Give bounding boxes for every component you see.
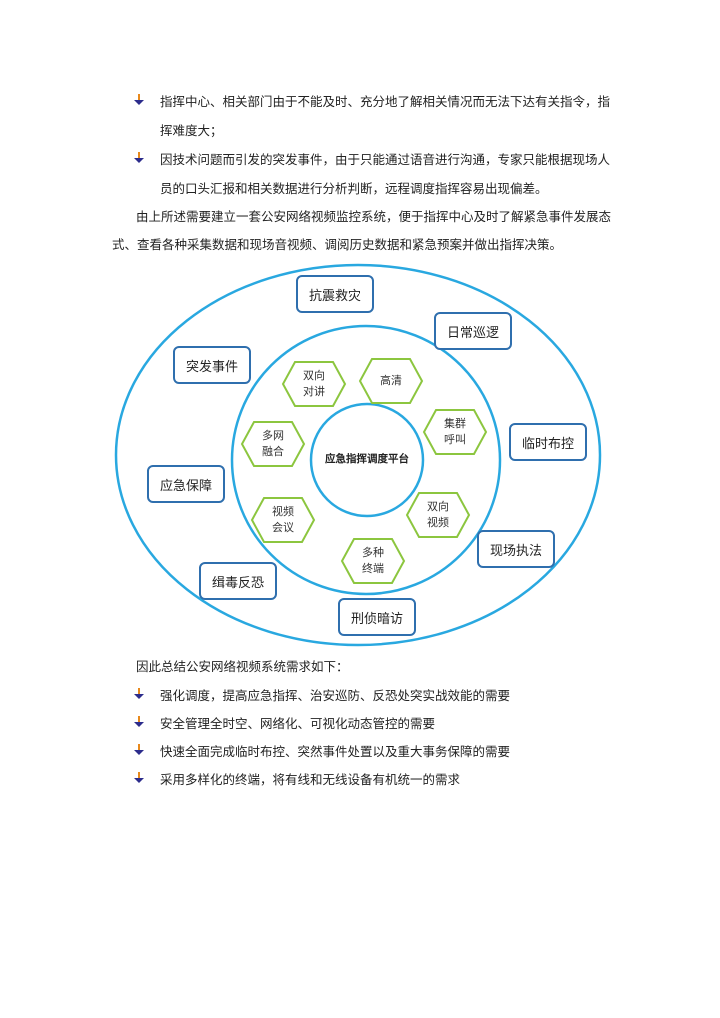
feature-label: 多网 bbox=[262, 429, 284, 442]
summary-item: 快速全面完成临时布控、突然事件处置以及重大事务保障的需要 bbox=[160, 744, 511, 759]
feature-label: 双向 bbox=[427, 500, 449, 513]
scenario-box: 刑侦暗访 bbox=[338, 598, 416, 636]
intro-bullet-1-line2: 挥难度大； bbox=[160, 123, 223, 138]
feature-hex: 视频会议 bbox=[250, 496, 316, 544]
scenario-box: 突发事件 bbox=[173, 346, 251, 384]
feature-hex: 集群呼叫 bbox=[422, 408, 488, 456]
feature-label: 会议 bbox=[272, 521, 294, 534]
feature-label: 视频 bbox=[427, 516, 449, 529]
feature-label: 对讲 bbox=[303, 385, 325, 398]
intro-bullet-2-line2: 员的口头汇报和相关数据进行分析判断，远程调度指挥容易出现偏差。 bbox=[160, 181, 548, 196]
summary-item: 安全管理全时空、网络化、可视化动态管控的需要 bbox=[160, 716, 436, 731]
intro-paragraph-line2: 式、查看各种采集数据和现场音视频、调阅历史数据和紧急预案并做出指挥决策。 bbox=[112, 237, 563, 252]
bullet-arrow-icon bbox=[134, 716, 144, 727]
feature-label: 集群 bbox=[444, 417, 466, 430]
scenario-box: 缉毒反恐 bbox=[199, 562, 277, 600]
bullet-arrow-icon bbox=[134, 744, 144, 755]
center-platform-label: 应急指挥调度平台 bbox=[325, 453, 409, 465]
feature-label: 呼叫 bbox=[444, 433, 466, 446]
summary-heading: 因此总结公安网络视频系统需求如下： bbox=[136, 659, 349, 674]
feature-hex: 双向视频 bbox=[405, 491, 471, 539]
bullet-arrow-icon bbox=[134, 772, 144, 783]
middle-circle bbox=[230, 324, 502, 596]
feature-label: 融合 bbox=[262, 445, 284, 458]
bullet-arrow-icon bbox=[134, 688, 144, 699]
scenario-box: 日常巡逻 bbox=[434, 312, 512, 350]
feature-label: 多种 bbox=[362, 546, 384, 559]
feature-label: 终端 bbox=[362, 562, 384, 575]
feature-hex: 双向对讲 bbox=[281, 360, 347, 408]
intro-bullet-1-line1: 指挥中心、相关部门由于不能及时、充分地了解相关情况而无法下达有关指令，指 bbox=[160, 94, 611, 109]
scenario-box: 现场执法 bbox=[477, 530, 555, 568]
intro-bullet-2-line1: 因技术问题而引发的突发事件，由于只能通过语音进行沟通，专家只能根据现场人 bbox=[160, 152, 611, 167]
summary-item: 强化调度，提高应急指挥、治安巡防、反恐处突实战效能的需要 bbox=[160, 688, 511, 703]
summary-item: 采用多样化的终端，将有线和无线设备有机统一的需求 bbox=[160, 772, 461, 787]
scenario-box: 应急保障 bbox=[147, 465, 225, 503]
scenario-box: 临时布控 bbox=[509, 423, 587, 461]
intro-paragraph-line1: 由上所述需要建立一套公安网络视频监控系统，便于指挥中心及时了解紧急事件发展态 bbox=[136, 209, 612, 224]
feature-hex: 多网融合 bbox=[240, 420, 306, 468]
feature-hex: 多种终端 bbox=[340, 537, 406, 585]
bullet-arrow-icon bbox=[134, 94, 144, 105]
feature-hex: 高清 bbox=[358, 357, 424, 405]
feature-label: 视频 bbox=[272, 505, 294, 518]
bullet-arrow-icon bbox=[134, 152, 144, 163]
outer-ellipse bbox=[114, 263, 602, 647]
feature-label: 高清 bbox=[380, 374, 402, 387]
feature-label: 双向 bbox=[303, 369, 325, 382]
scenario-box: 抗震救灾 bbox=[296, 275, 374, 313]
inner-circle bbox=[309, 402, 425, 518]
